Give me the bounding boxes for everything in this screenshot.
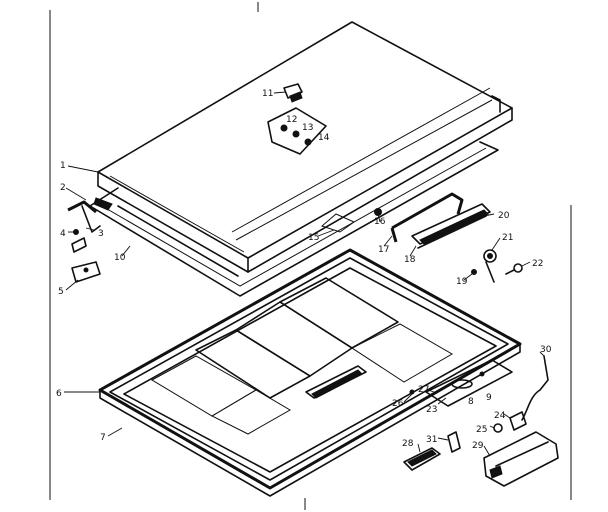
callout-20: 20 [498,211,510,221]
callout-15: 15 [308,233,319,243]
callout-22: 22 [532,259,543,269]
callout-1: 1 [60,161,66,171]
wire-30 [521,355,549,421]
screw-26 [409,389,415,395]
callout-10: 10 [114,253,126,263]
strip-28 [403,447,441,471]
callout-3: 3 [98,229,104,239]
callout-27: 27 [418,385,429,395]
lid-outer-panel [97,21,513,273]
leader-lines [64,91,545,457]
lid-inner-liner [89,141,499,297]
switch-24 [509,411,527,431]
callout-28: 28 [402,439,414,449]
callout-5: 5 [58,287,64,297]
callout-labels: 1 2 3 4 5 6 7 10 11 12 13 14 15 16 17 18… [56,89,552,451]
callout-13: 13 [302,123,313,133]
callout-7: 7 [100,433,106,443]
control-panel-27 [425,359,513,407]
callout-23: 23 [426,405,437,415]
lamp-25 [493,423,503,433]
callout-17: 17 [378,245,389,255]
callout-21: 21 [502,233,513,243]
callout-8: 8 [468,397,474,407]
clip-31 [447,431,461,453]
lid-handle [374,192,464,243]
callout-24: 24 [494,411,506,421]
callout-6: 6 [56,389,62,399]
screw-19 [471,269,477,275]
callout-14: 14 [318,133,330,143]
cabinet-frame [98,248,522,497]
front-handle-29 [483,431,559,487]
callout-12: 12 [286,115,297,125]
callout-29: 29 [472,441,484,451]
hinge-assembly [67,197,113,283]
callout-18: 18 [404,255,416,265]
key-22 [505,263,523,275]
callout-26: 26 [392,399,404,409]
lock-cam-21 [483,249,497,283]
scan-border [49,2,572,510]
callout-30: 30 [540,345,552,355]
callout-9: 9 [486,393,492,403]
callout-25: 25 [476,425,487,435]
callout-11: 11 [262,89,273,99]
callout-16: 16 [374,217,386,227]
callout-31: 31 [426,435,437,445]
handle-cover-20 [411,203,491,249]
callout-4: 4 [60,229,66,239]
callout-2: 2 [60,183,66,193]
callout-19: 19 [456,277,468,287]
